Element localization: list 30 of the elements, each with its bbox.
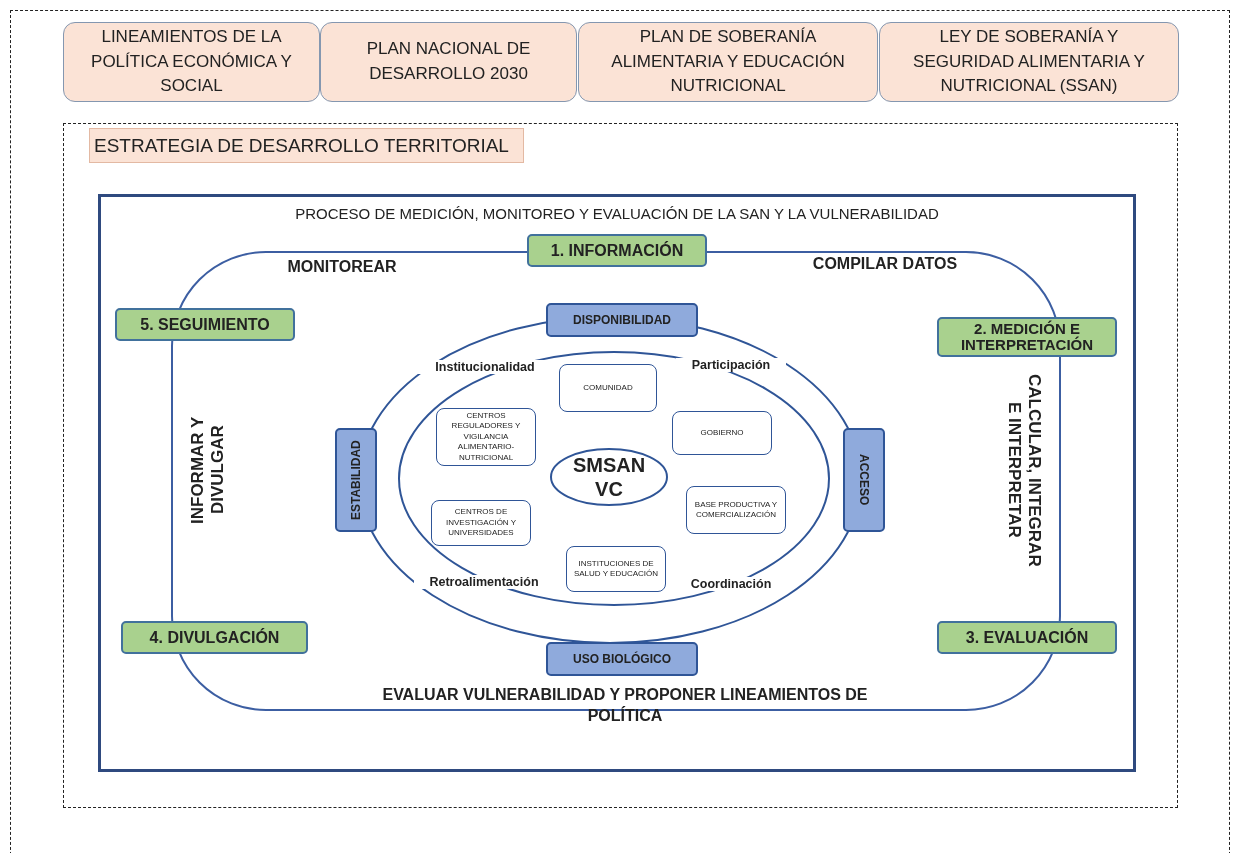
heading-box: ESTRATEGIA DE DESARROLLO TERRITORIAL bbox=[89, 128, 524, 163]
policy-box: PLAN NACIONAL DE DESARROLLO 2030 bbox=[320, 22, 577, 102]
step-box: 3. EVALUACIÓN bbox=[937, 621, 1117, 654]
pillar-box: ACCESO bbox=[843, 428, 885, 532]
actor-box: INSTITUCIONES DE SALUD Y EDUCACIÓN bbox=[566, 546, 666, 592]
step-box: 1. INFORMACIÓN bbox=[527, 234, 707, 267]
actor-box: BASE PRODUCTIVA Y COMERCIALIZACIÓN bbox=[686, 486, 786, 534]
actor-box: COMUNIDAD bbox=[559, 364, 657, 412]
phase-label: EVALUAR VULNERABILIDAD Y PROPONER LINEAMIENTOS DE POLÍTICA bbox=[381, 685, 869, 726]
step-box: 4. DIVULGACIÓN bbox=[121, 621, 308, 654]
policy-box: LINEAMIENTOS DE LA POLÍTICA ECONÓMICA Y SOCIAL bbox=[63, 22, 320, 102]
step-box: 5. SEGUIMIENTO bbox=[115, 308, 295, 341]
center-ellipse: SMSAN VC bbox=[550, 448, 668, 506]
pillar-box: USO BIOLÓGICO bbox=[546, 642, 698, 676]
actor-box: CENTROS DE INVESTIGACIÓN Y UNIVERSIDADES bbox=[431, 500, 531, 546]
actor-box: GOBIERNO bbox=[672, 411, 772, 455]
dashed-region bbox=[63, 123, 1178, 808]
policy-box: LEY DE SOBERANÍA Y SEGURIDAD ALIMENTARIA Y NUTRICIONAL (SSAN) bbox=[879, 22, 1179, 102]
policy-box: PLAN DE SOBERANÍA ALIMENTARIA Y EDUCACIÓN NUTRICIONAL bbox=[578, 22, 878, 102]
frame-title: PROCESO DE MEDICIÓN, MONITOREO Y EVALUACIÓN DE LA SAN Y LA VULNERABILIDAD bbox=[294, 205, 940, 222]
step-box: 2. MEDICIÓN E INTERPRETACIÓN bbox=[937, 317, 1117, 357]
phase-label: MONITOREAR bbox=[286, 258, 398, 276]
phase-label: CALCULAR, INTEGRAR E INTERPRETAR bbox=[1004, 372, 1044, 569]
process-frame bbox=[98, 194, 1136, 772]
phase-label: COMPILAR DATOS bbox=[811, 255, 959, 273]
pillar-box: ESTABILIDAD bbox=[335, 428, 377, 532]
phase-label: INFORMAR Y DIVULGAR bbox=[188, 415, 224, 526]
actor-box: CENTROS REGULADORES Y VIGILANCIA ALIMENTARIO-NUTRICIONAL bbox=[436, 408, 536, 466]
ring-label: Participación bbox=[676, 358, 786, 372]
pillar-box: DISPONIBILIDAD bbox=[546, 303, 698, 337]
